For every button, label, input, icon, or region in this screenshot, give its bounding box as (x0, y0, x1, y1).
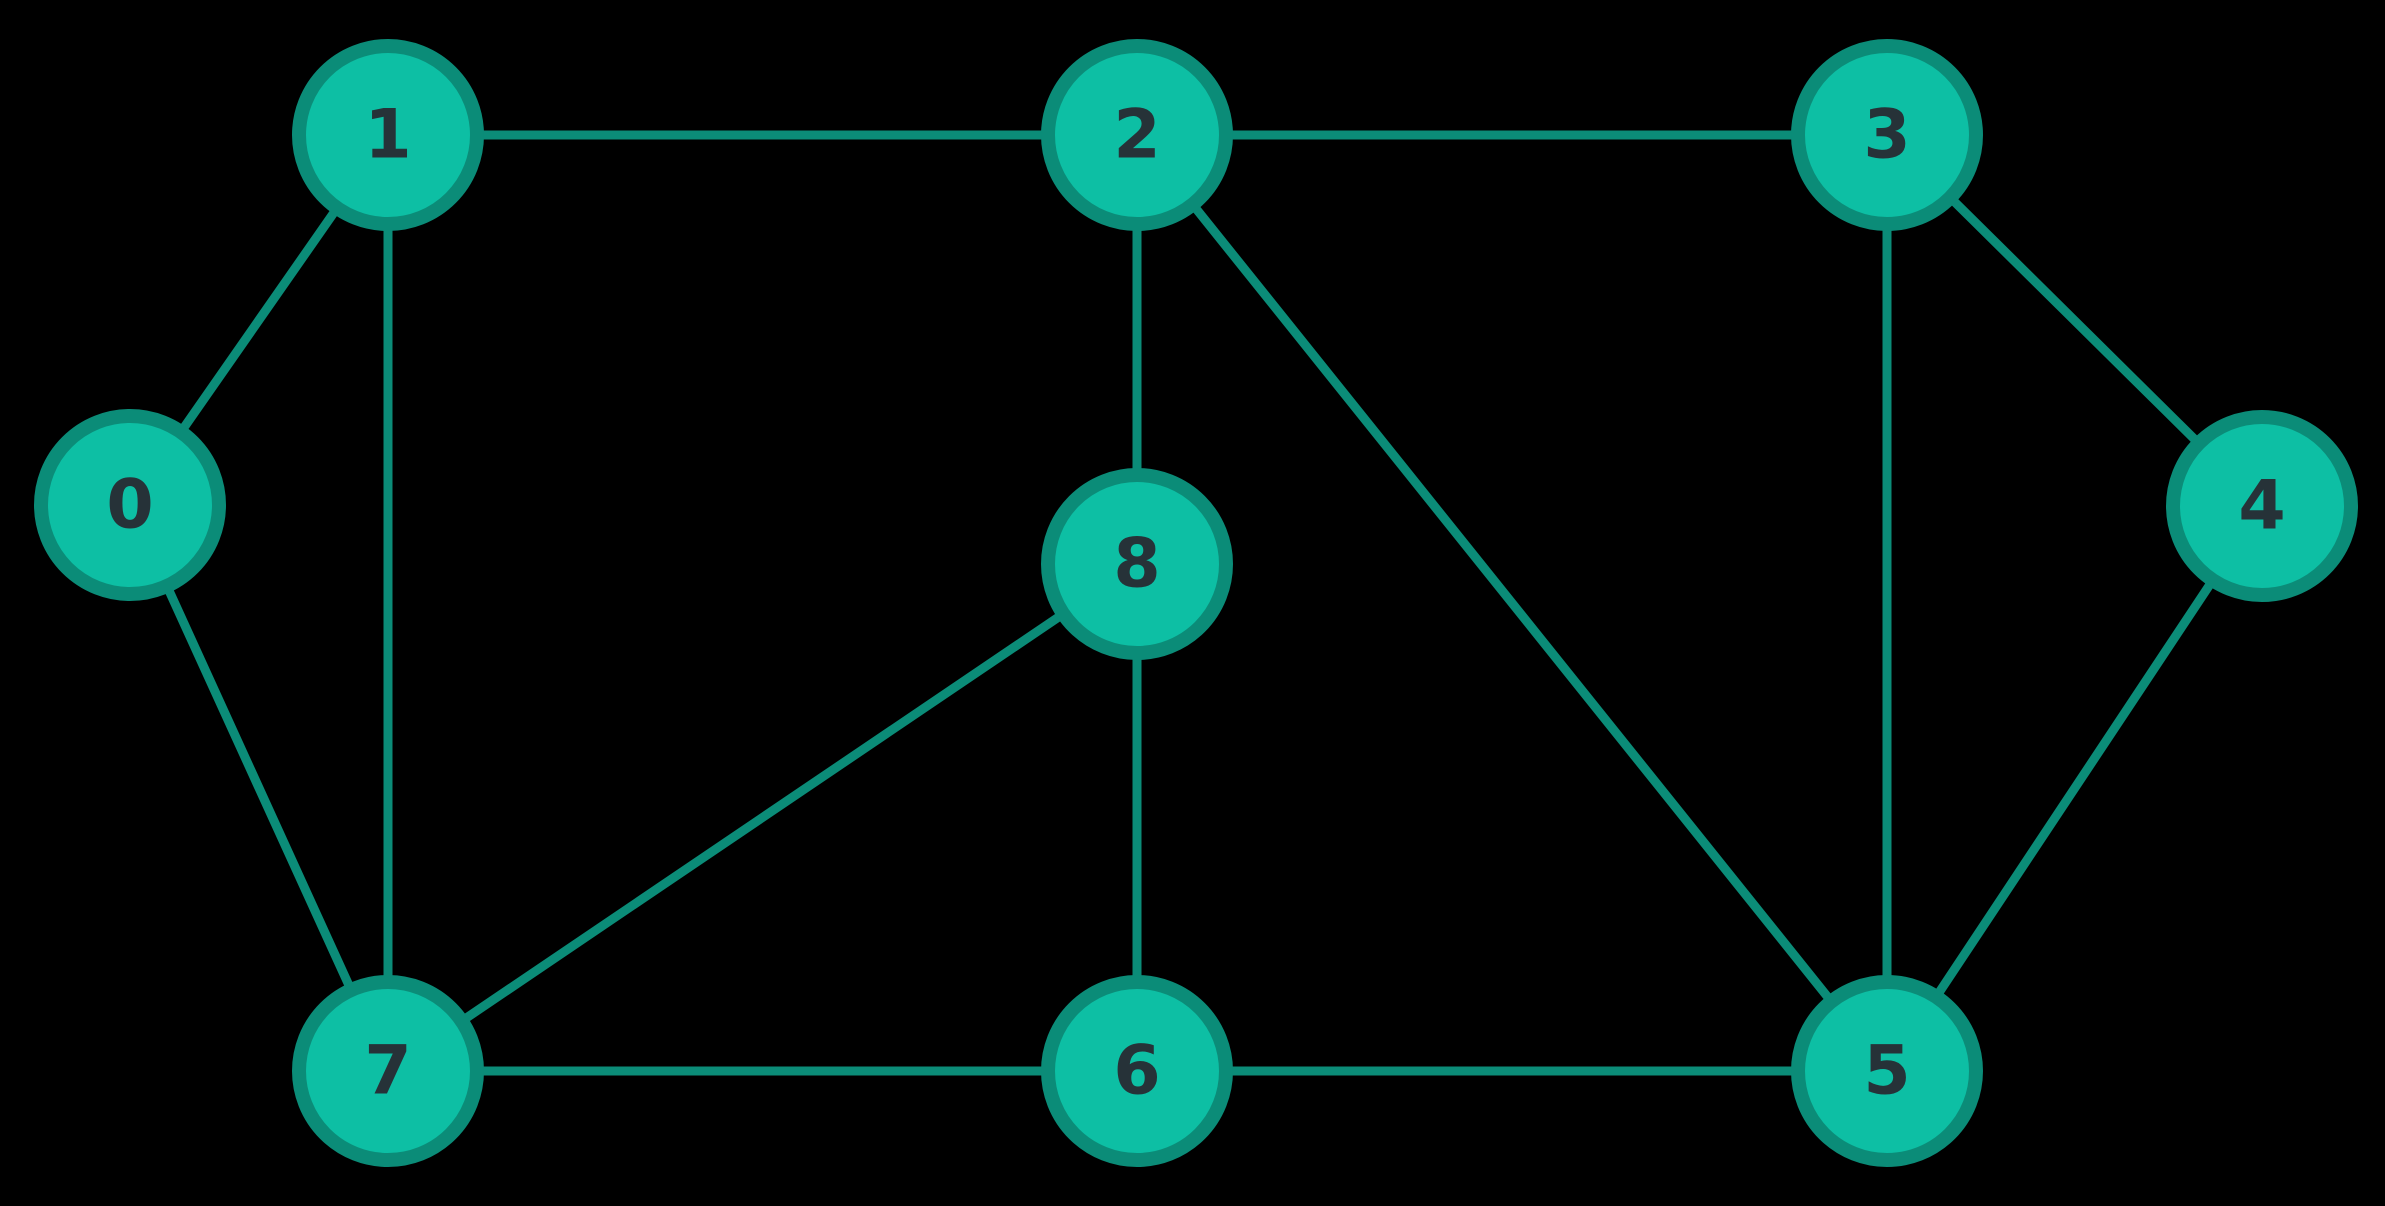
edge-7-8 (383, 559, 1142, 1076)
node-circle-2 (1041, 39, 1233, 231)
node-circle-0 (34, 409, 226, 601)
node-circle-7 (292, 975, 484, 1167)
node-3: 3 (1791, 39, 1983, 231)
node-circle-1 (292, 39, 484, 231)
node-circle-4 (2166, 410, 2358, 602)
edge-4-5 (1882, 501, 2267, 1076)
node-1: 1 (292, 39, 484, 231)
node-6: 6 (1041, 975, 1233, 1167)
edge-2-5 (1132, 130, 1892, 1076)
node-4: 4 (2166, 410, 2358, 602)
node-5: 5 (1791, 975, 1983, 1167)
node-8: 8 (1041, 468, 1233, 660)
node-layer: 01 2 34 5 6 7 8 (34, 39, 2358, 1167)
node-0: 0 (34, 409, 226, 601)
node-circle-3 (1791, 39, 1983, 231)
node-circle-8 (1041, 468, 1233, 660)
node-circle-5 (1791, 975, 1983, 1167)
node-2: 2 (1041, 39, 1233, 231)
edge-0-7 (125, 500, 393, 1076)
node-circle-6 (1041, 975, 1233, 1167)
node-7: 7 (292, 975, 484, 1167)
